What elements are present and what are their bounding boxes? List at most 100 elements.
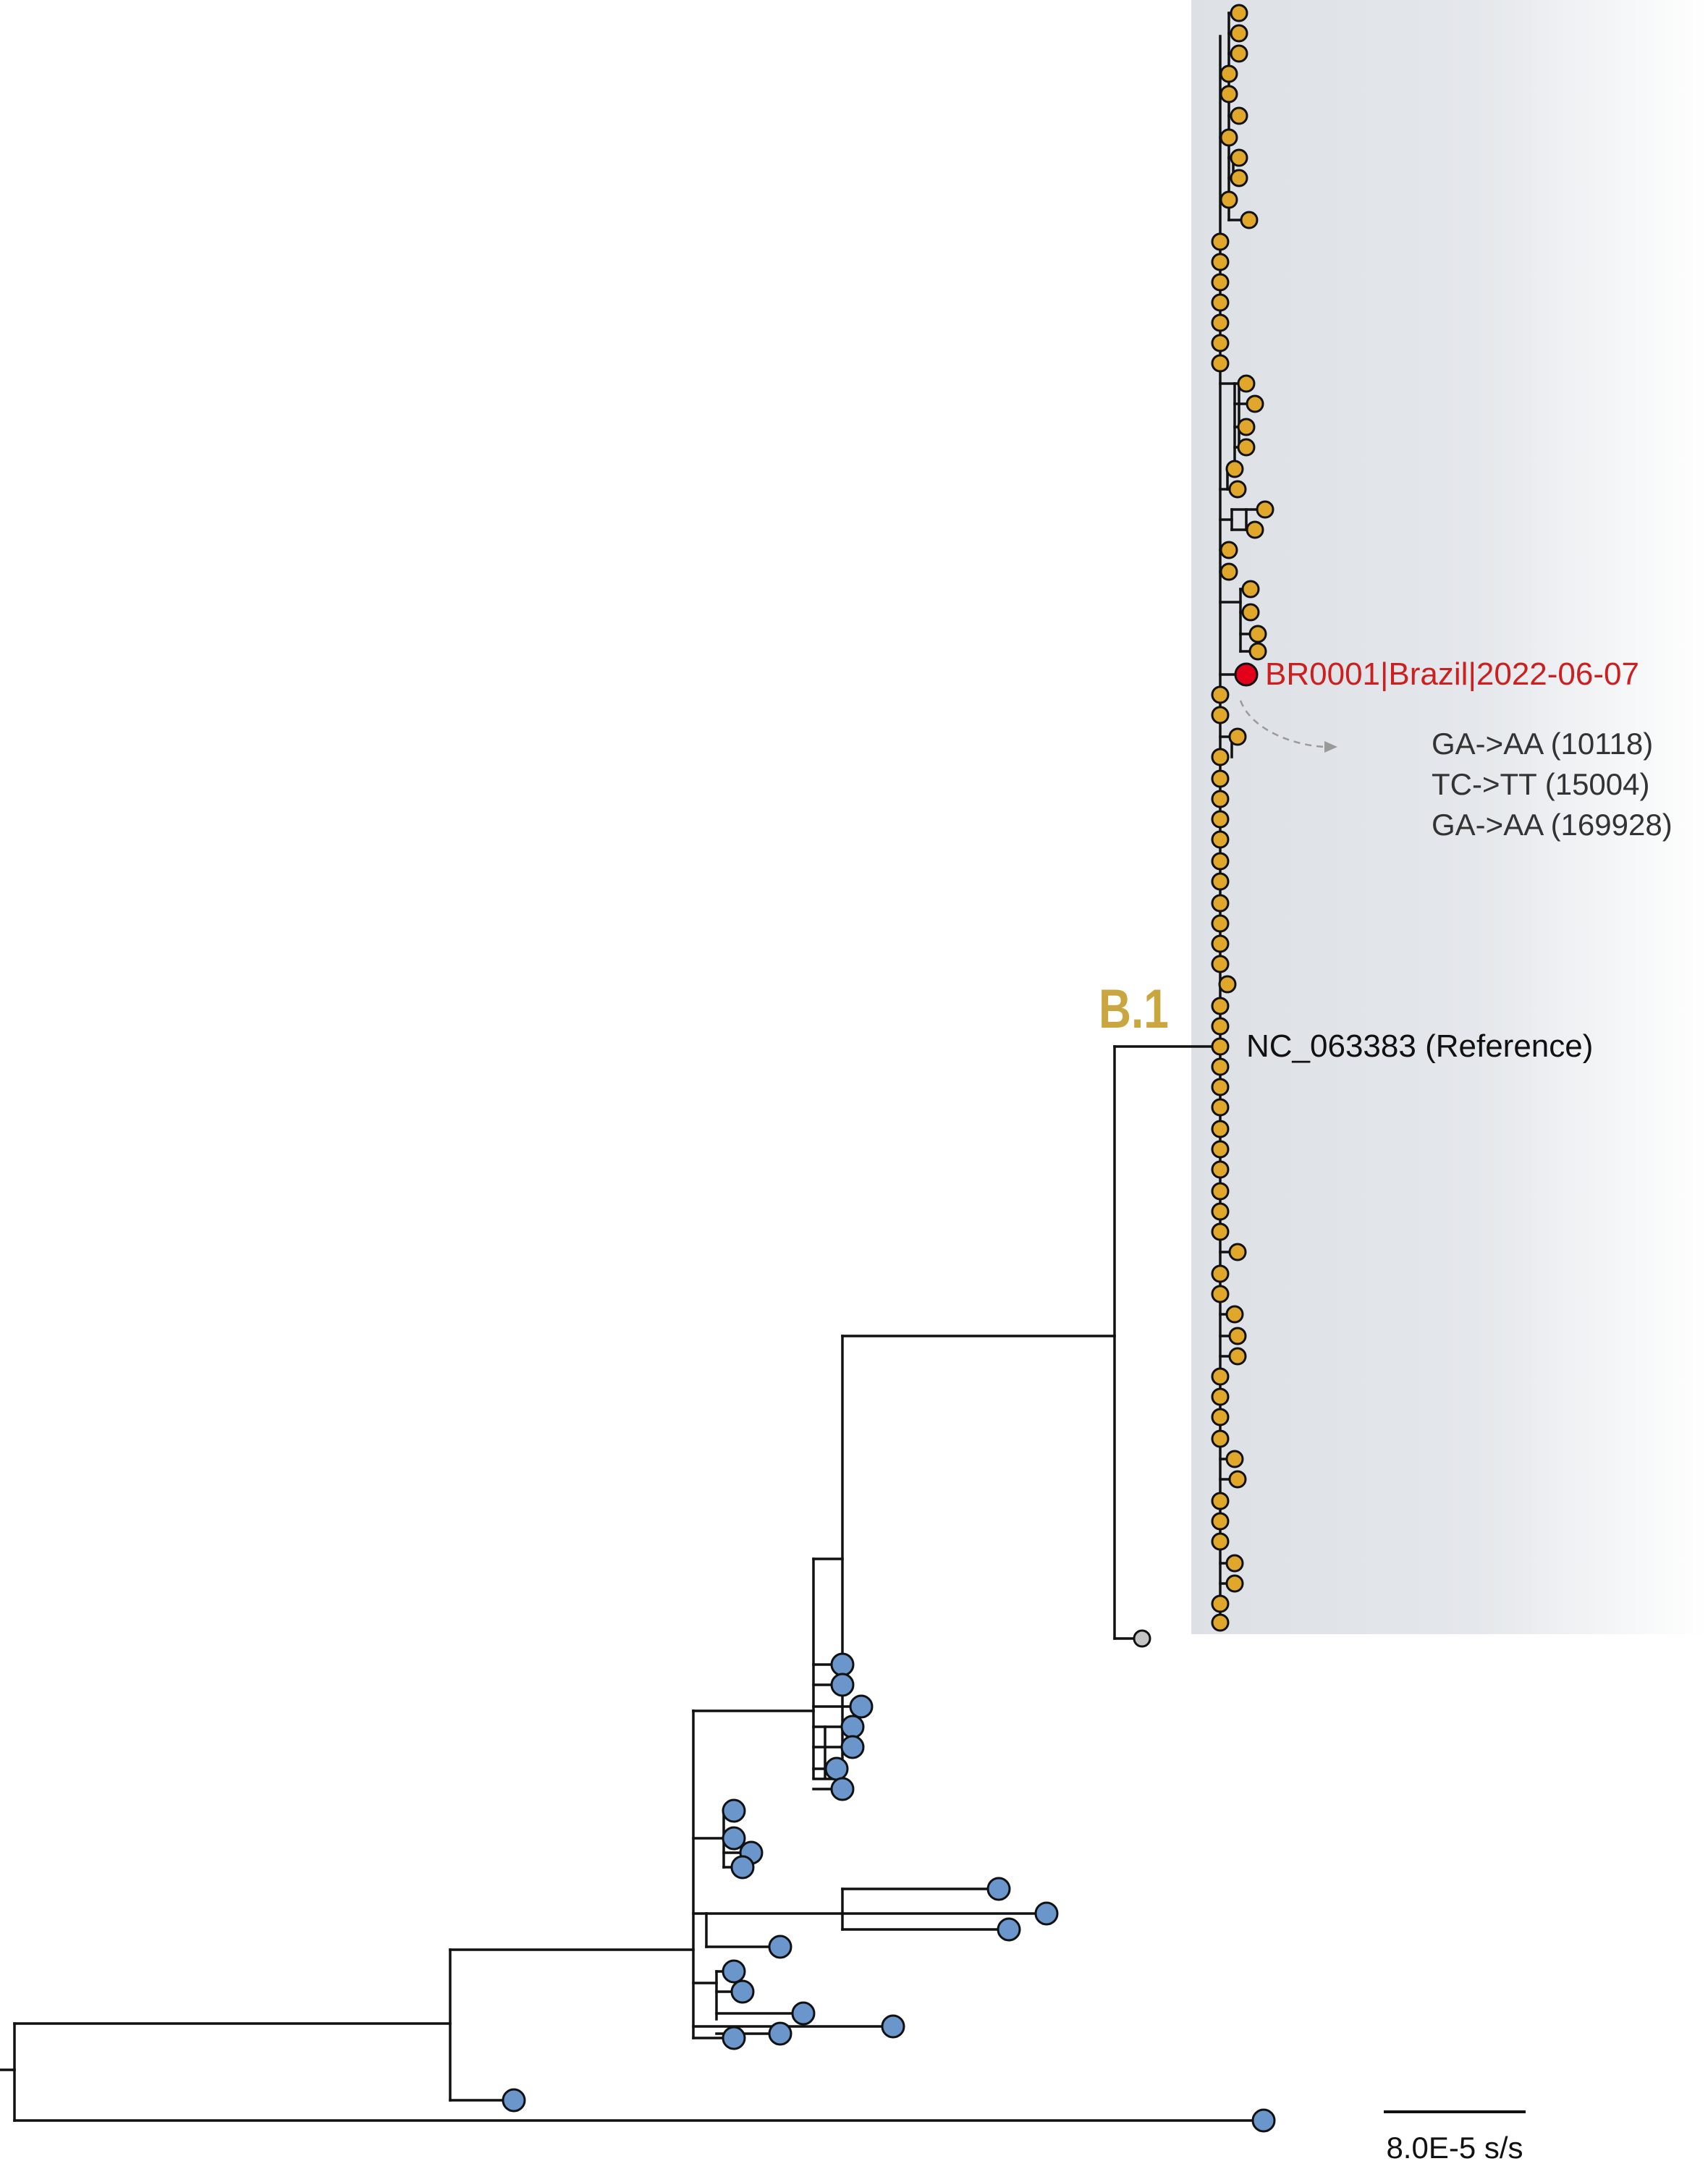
- tip-55: [1211, 1160, 1230, 1179]
- tip-1: [1230, 24, 1248, 43]
- tip-10: [1240, 211, 1259, 229]
- tip-17: [1211, 354, 1230, 373]
- tip-5: [1230, 106, 1248, 125]
- tip-94: [730, 1979, 755, 2004]
- scale-bar-label: 8.0E-5 s/s: [1386, 2131, 1523, 2165]
- tip-100: [1251, 2108, 1276, 2133]
- tip-3: [1219, 64, 1238, 83]
- mutation-3: GA->AA (169928): [1432, 808, 1673, 842]
- tip-86: [722, 1826, 746, 1851]
- tip-82: [840, 1735, 865, 1759]
- tip-30: [1248, 625, 1267, 643]
- mutation-arrow: [1239, 700, 1337, 753]
- b1-clade-shading: [1191, 0, 1708, 1634]
- tip-57: [1211, 1202, 1230, 1221]
- tip-46: [1218, 975, 1237, 994]
- tip-7: [1230, 148, 1248, 167]
- tip-91: [997, 1917, 1021, 1942]
- tip-24: [1256, 500, 1274, 519]
- tip-27: [1219, 562, 1238, 581]
- tip-92: [768, 1935, 792, 1959]
- tip-4: [1219, 85, 1238, 103]
- tip-16: [1211, 334, 1230, 352]
- reference-label: NC_063383 (Reference): [1246, 1028, 1593, 1064]
- tip-40: [1211, 852, 1230, 871]
- tip-29: [1241, 603, 1260, 622]
- tip-79: [830, 1673, 855, 1697]
- tip-36: [1211, 769, 1230, 788]
- tip-31: [1248, 642, 1267, 661]
- tip-48: [1211, 1017, 1230, 1036]
- tip-88: [730, 1855, 755, 1880]
- tip-33: [1211, 706, 1230, 724]
- tip-59: [1228, 1243, 1247, 1261]
- tip-84: [830, 1777, 855, 1801]
- highlight-tip-label: BR0001|Brazil|2022-06-07: [1265, 656, 1639, 692]
- tip-19: [1246, 394, 1264, 413]
- tip-47: [1211, 997, 1230, 1015]
- tip-62: [1225, 1305, 1244, 1324]
- tip-63: [1228, 1327, 1247, 1345]
- tip-52: [1211, 1098, 1230, 1117]
- tip-13: [1211, 273, 1230, 292]
- tip-97: [881, 2014, 905, 2039]
- tip-98: [722, 2026, 746, 2050]
- tip-95: [791, 2001, 816, 2026]
- tip-85: [722, 1798, 746, 1823]
- tip-61: [1211, 1285, 1230, 1303]
- tip-58: [1211, 1222, 1230, 1241]
- tip-96: [768, 2021, 792, 2046]
- tip-28: [1241, 580, 1260, 599]
- reference-sibling-tip: [1133, 1629, 1151, 1648]
- tip-42: [1211, 894, 1230, 913]
- tip-66: [1211, 1387, 1230, 1406]
- tip-71: [1211, 1492, 1230, 1510]
- tip-53: [1211, 1120, 1230, 1138]
- tip-18: [1237, 374, 1256, 393]
- tip-56: [1211, 1182, 1230, 1201]
- tip-65: [1211, 1367, 1230, 1386]
- highlight-tip: [1234, 662, 1259, 687]
- tip-20: [1237, 418, 1256, 436]
- mutation-2: TC->TT (15004): [1432, 767, 1650, 801]
- tip-78: [830, 1652, 855, 1677]
- tip-37: [1211, 790, 1230, 808]
- tip-41: [1211, 872, 1230, 891]
- tip-34: [1228, 727, 1247, 746]
- tip-23: [1228, 480, 1247, 499]
- tip-67: [1211, 1408, 1230, 1426]
- tip-49: [1211, 1037, 1230, 1056]
- tip-8: [1230, 169, 1248, 187]
- tip-38: [1211, 810, 1230, 829]
- tip-15: [1211, 313, 1230, 332]
- tip-12: [1211, 253, 1230, 271]
- tip-77: [1211, 1613, 1230, 1632]
- tip-60: [1211, 1264, 1230, 1283]
- tree-tips: [502, 4, 1276, 2133]
- tip-90: [1034, 1901, 1059, 1926]
- tip-72: [1211, 1512, 1230, 1531]
- tip-50: [1211, 1057, 1230, 1076]
- tip-74: [1225, 1554, 1244, 1573]
- tip-21: [1237, 438, 1256, 457]
- tip-32: [1211, 685, 1230, 704]
- tip-2: [1230, 44, 1248, 63]
- tip-35: [1211, 748, 1230, 766]
- tip-80: [849, 1694, 874, 1719]
- tip-0: [1230, 4, 1248, 22]
- tip-99: [502, 2088, 526, 2113]
- tip-68: [1211, 1429, 1230, 1448]
- clade-label-b1: B.1: [1099, 978, 1169, 1039]
- tip-14: [1211, 293, 1230, 312]
- tip-44: [1211, 934, 1230, 953]
- tip-70: [1228, 1470, 1247, 1489]
- tip-45: [1211, 955, 1230, 973]
- tip-69: [1225, 1450, 1244, 1468]
- tip-22: [1225, 460, 1244, 478]
- tip-93: [722, 1959, 746, 1984]
- tip-54: [1211, 1140, 1230, 1159]
- tip-81: [840, 1715, 865, 1739]
- tree-branches: [0, 12, 1267, 2122]
- tip-51: [1211, 1078, 1230, 1096]
